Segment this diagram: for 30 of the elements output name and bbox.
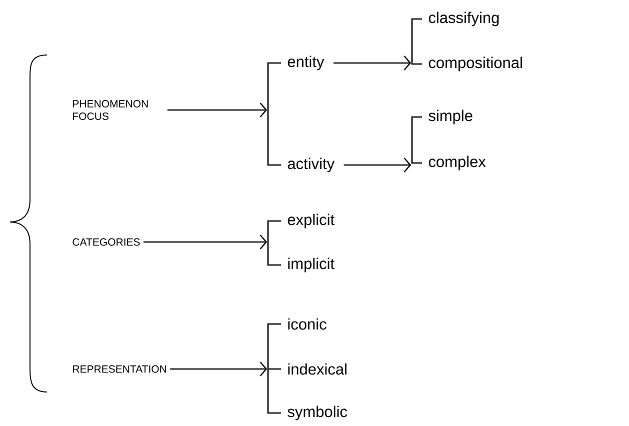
category-label: PHENOMENON FOCUS — [73, 100, 148, 120]
bracket-tick — [268, 368, 281, 370]
option-label: symbolic — [288, 406, 348, 420]
bracket-tick — [268, 62, 281, 64]
category-label: CATEGORIES — [72, 238, 140, 246]
bracket-tick — [412, 18, 422, 20]
option-label: complex — [428, 156, 486, 170]
arrow — [170, 362, 268, 376]
option-label: simple — [428, 110, 472, 124]
arrow — [143, 234, 268, 250]
arrow — [167, 102, 268, 118]
option-label: compositional — [428, 56, 522, 72]
option-label: implicit — [288, 258, 334, 272]
bracket-tick — [268, 164, 281, 166]
bracket-tick — [268, 264, 281, 266]
bracket-tick — [412, 63, 422, 65]
arrow — [333, 56, 412, 70]
option-label: classifying — [428, 12, 499, 26]
option-label: activity — [288, 158, 335, 172]
option-label: iconic — [288, 318, 326, 330]
category-label: REPRESENTATION — [73, 365, 166, 373]
arrow — [344, 158, 412, 172]
option-label: indexical — [288, 363, 346, 375]
bracket-tick — [268, 412, 281, 414]
bracket-tick — [412, 116, 422, 118]
option-label: entity — [288, 56, 324, 70]
option-label: explicit — [288, 214, 334, 228]
bracket-tick — [268, 323, 281, 325]
bracket-tick — [268, 220, 281, 222]
bracket-tick — [412, 162, 422, 164]
